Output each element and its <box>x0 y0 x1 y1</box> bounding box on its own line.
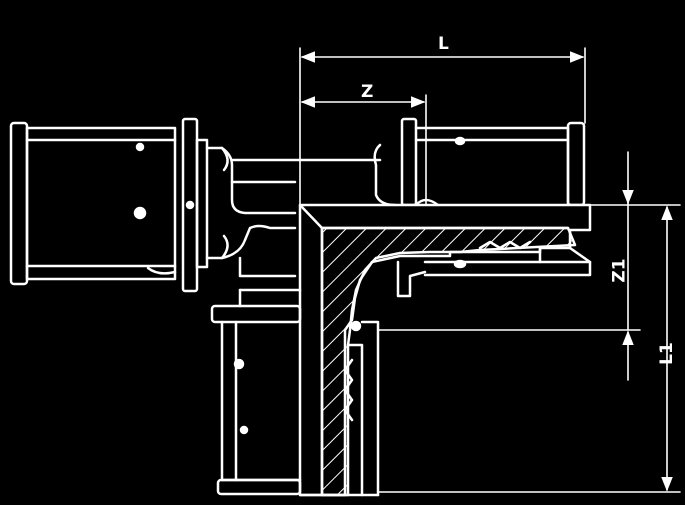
right-seal-detail <box>398 242 590 296</box>
left-press-sleeve <box>11 123 175 284</box>
dimension-label-Z1: Z1 <box>609 258 630 283</box>
left-body-neck <box>222 148 380 276</box>
bottom-seal-detail <box>300 322 378 495</box>
right-press-sleeve <box>375 119 584 205</box>
tee-body-section <box>300 205 590 495</box>
dimension-label-L1: L1 <box>656 342 677 365</box>
left-flange-ring <box>183 119 228 291</box>
bottom-press-sleeve <box>212 290 300 494</box>
dimension-label-Z: Z <box>361 82 374 102</box>
dimension-lines <box>300 48 680 492</box>
dimension-label-L: L <box>438 34 449 54</box>
